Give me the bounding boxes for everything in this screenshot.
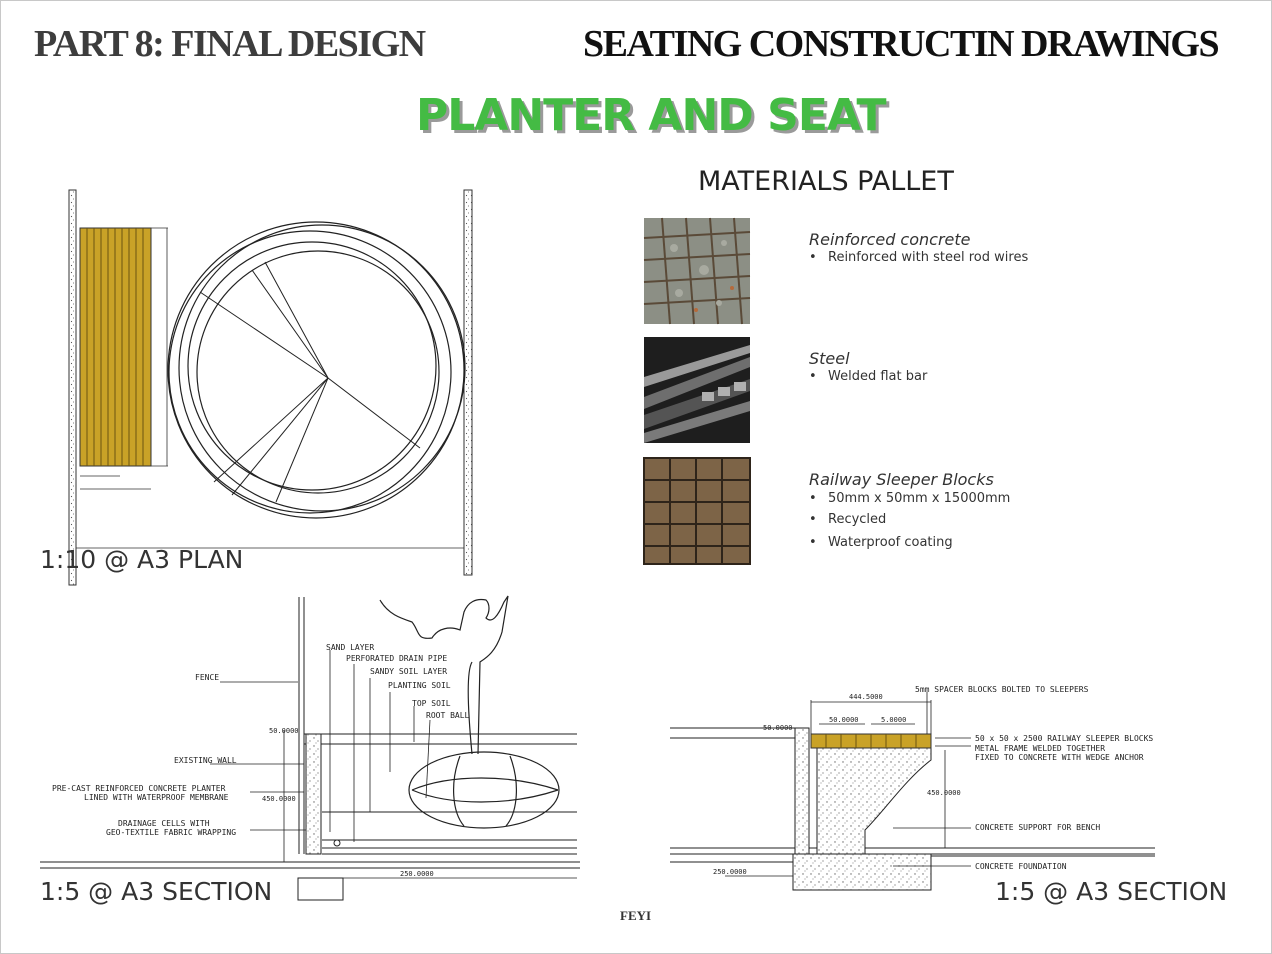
plan-tree-radials (199, 261, 421, 503)
label-sandy-soil: SANDY SOIL LAYER (370, 667, 447, 676)
bench-section-drawing: 5mm SPACER BLOCKS BOLTED TO SLEEPERS 50 … (670, 685, 1227, 906)
label-planting-soil: PLANTING SOIL (388, 681, 451, 690)
section-right-scale-label: 1:5 @ A3 SECTION (995, 877, 1227, 906)
material-name: Railway Sleeper Blocks (809, 470, 994, 489)
label-sand-layer: SAND LAYER (326, 643, 374, 652)
tree (379, 595, 560, 829)
material-bullets: Reinforced with steel rod wires (809, 250, 1028, 271)
material-item: Steel Welded flat bar (644, 337, 1204, 447)
material-item: Railway Sleeper Blocks 50mm x 50mm x 150… (643, 457, 1204, 568)
label-drainage: DRAINAGE CELLS WITH (118, 819, 210, 828)
bench-wall (794, 727, 810, 855)
footer-author: FEYI (620, 908, 652, 923)
bench-concrete-support (816, 747, 932, 855)
label-top-soil: TOP SOIL (412, 699, 451, 708)
material-bullets: 50mm x 50mm x 15000mm Recycled Waterproo… (809, 491, 1010, 556)
plan-scale-label: 1:10 @ A3 PLAN (40, 545, 243, 574)
label-sleeper-blocks: 50 x 50 x 2500 RAILWAY SLEEPER BLOCKS (975, 734, 1153, 743)
material-bullet: Welded flat bar (809, 369, 927, 384)
material-item: Reinforced concrete Reinforced with stee… (643, 217, 1204, 328)
material-bullet: Waterproof coating (809, 535, 1010, 550)
page-title: PLANTER AND SEAT (416, 90, 887, 141)
plan-drawing: 1:10 @ A3 PLAN (40, 189, 473, 586)
planter-section-drawing: FENCE EXISTING WALL PRE-CAST REINFORCED … (40, 595, 580, 906)
label-drain-pipe: PERFORATED DRAIN PIPE (346, 654, 447, 663)
label-fence: FENCE (195, 673, 219, 682)
bench-foundation (792, 853, 932, 891)
materials-heading: MATERIALS PALLET (698, 166, 954, 197)
material-bullet: Reinforced with steel rod wires (809, 250, 1028, 265)
plan-right-wall (463, 189, 473, 576)
sleeper-blocks (810, 733, 932, 749)
dim-height: 450.0000 (927, 789, 961, 797)
header-section-title: SEATING CONSTRUCTIN DRAWINGS (583, 23, 1220, 65)
drain-pipe (333, 839, 341, 847)
header-part-title: PART 8: FINAL DESIGN (34, 23, 426, 65)
label-concrete-foundation: CONCRETE FOUNDATION (975, 862, 1067, 871)
material-bullet: Recycled (809, 512, 1010, 527)
material-name: Reinforced concrete (809, 230, 971, 249)
planter-wall (305, 733, 322, 855)
dim-sleeper: 50.0000 (829, 716, 859, 724)
label-metal-frame: METAL FRAME WELDED TOGETHER (975, 744, 1105, 753)
label-planter-lining: LINED WITH WATERPROOF MEMBRANE (84, 793, 229, 802)
label-geotextile: GEO-TEXTILE FABRIC WRAPPING (106, 828, 236, 837)
dim-spacer: 5.0000 (881, 716, 906, 724)
dim-base: 250.0000 (713, 868, 747, 876)
label-spacer-blocks: 5mm SPACER BLOCKS BOLTED TO SLEEPERS (915, 685, 1089, 694)
dim-top: 50.0000 (269, 727, 299, 735)
section-left-scale-label: 1:5 @ A3 SECTION (40, 877, 272, 906)
sleeper-thumbnail (643, 457, 751, 565)
dim-seat-width: 444.5000 (849, 693, 883, 701)
plan-left-wall (68, 189, 77, 586)
label-existing-wall: EXISTING WALL (174, 756, 237, 765)
label-wedge-anchor: FIXED TO CONCRETE WITH WEDGE ANCHOR (975, 753, 1144, 762)
concrete-thumbnail (643, 217, 751, 325)
material-bullet: 50mm x 50mm x 15000mm (809, 491, 1010, 506)
dim-wall-top: 50.0000 (763, 724, 793, 732)
dim-height: 450.0000 (262, 795, 296, 803)
material-bullets: Welded flat bar (809, 369, 927, 390)
label-planter: PRE-CAST REINFORCED CONCRETE PLANTER (52, 784, 226, 793)
label-concrete-support: CONCRETE SUPPORT FOR BENCH (975, 823, 1100, 832)
label-root-ball: ROOT BALL (426, 711, 470, 720)
material-name: Steel (809, 349, 850, 368)
steel-thumbnail (644, 337, 750, 443)
plan-sleeper-bench (79, 227, 152, 467)
plan-circular-planter (167, 221, 466, 519)
dim-width: 250.0000 (400, 870, 434, 878)
